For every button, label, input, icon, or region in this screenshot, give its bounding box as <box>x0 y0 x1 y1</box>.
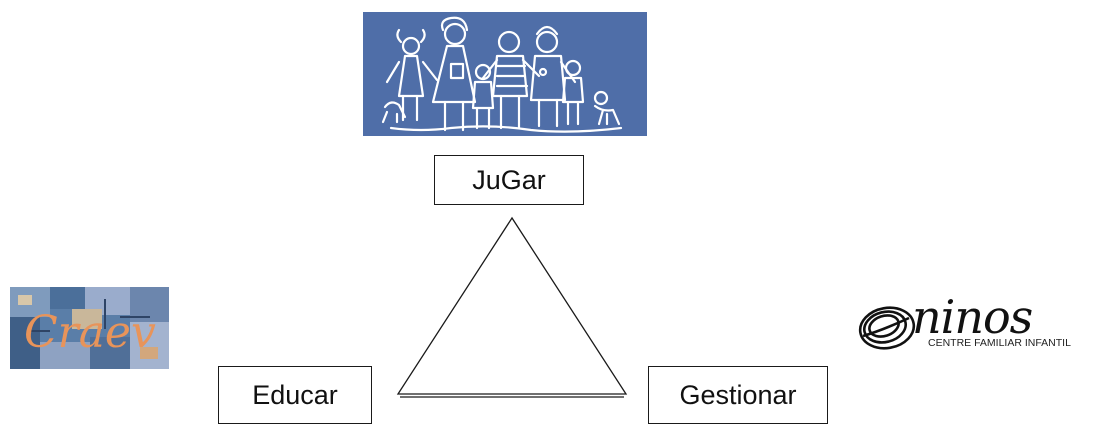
ninos-wordmark: ninos <box>912 290 1033 344</box>
triangle-shape <box>396 216 628 395</box>
node-gestionar: Gestionar <box>648 366 828 424</box>
svg-text:Craev: Craev <box>24 307 156 358</box>
ninos-subtitle: CENTRE FAMILIAR INFANTIL <box>928 337 1071 349</box>
node-educar: Educar <box>218 366 372 424</box>
ninos-spiral-icon <box>858 306 916 350</box>
node-jugar: JuGar <box>434 155 584 205</box>
family-illustration-logo <box>363 12 647 136</box>
craev-collage-logo: Craev <box>10 287 169 369</box>
ninos-logo: ninos CENTRE FAMILIAR INFANTIL <box>855 290 1101 356</box>
